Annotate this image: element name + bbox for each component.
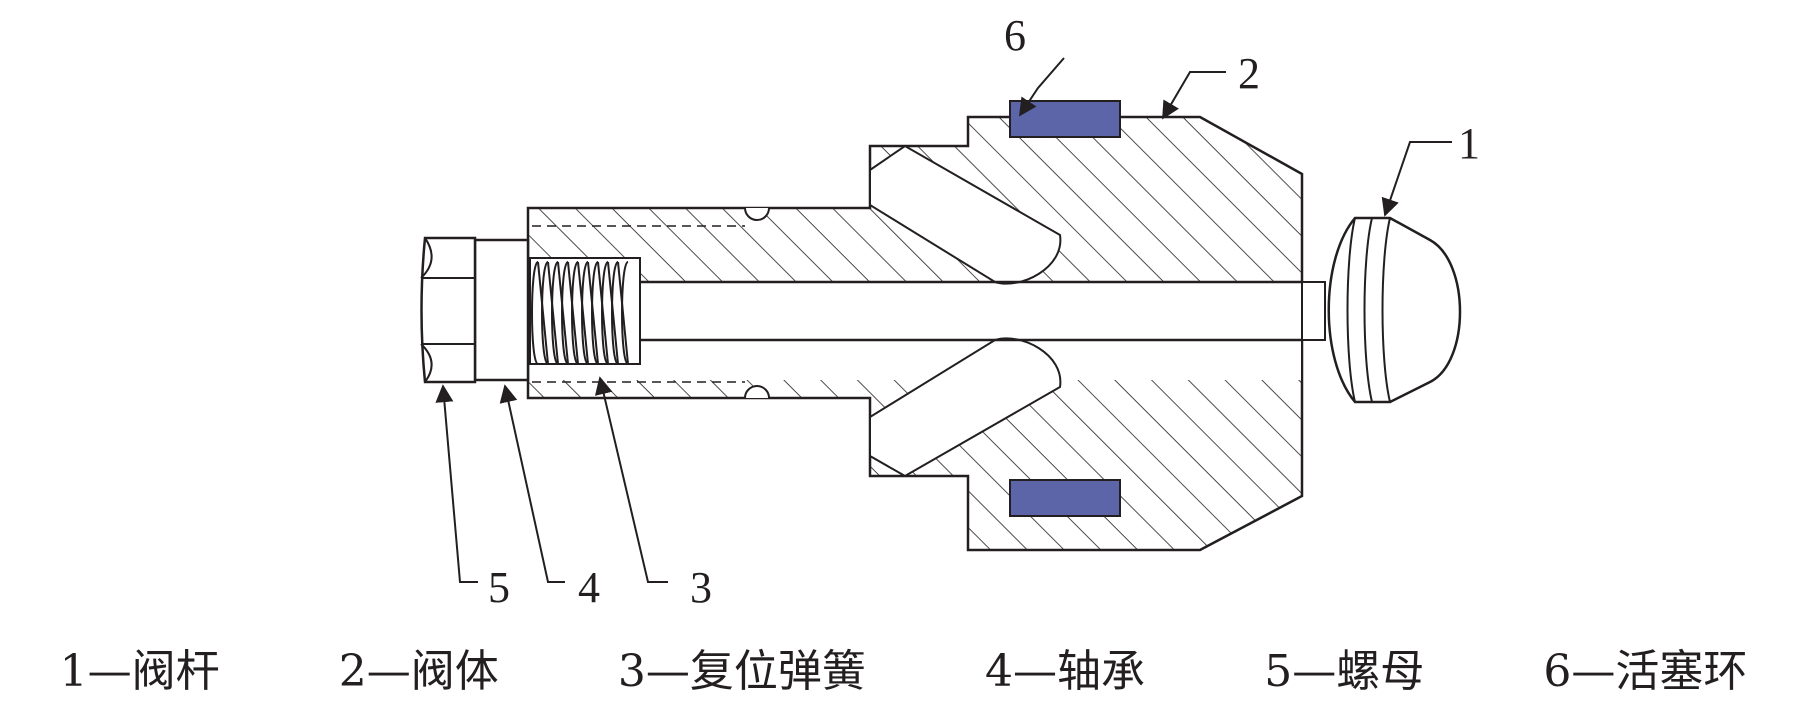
legend-item-4: 4—轴承 <box>985 635 1145 699</box>
valve-body <box>526 115 1304 552</box>
legend-num: 6 <box>1543 646 1572 697</box>
legend-num: 5 <box>1264 646 1293 697</box>
callout-5: 5 <box>488 563 510 612</box>
legend-name: 活塞环 <box>1615 646 1748 697</box>
legend-sep: — <box>1571 646 1616 697</box>
legend-name: 复位弹簧 <box>689 646 866 697</box>
callout-1: 1 <box>1458 119 1480 168</box>
nut <box>420 236 477 384</box>
legend-num: 2 <box>338 646 367 697</box>
legend-name: 轴承 <box>1057 646 1146 697</box>
callout-4: 4 <box>578 563 600 612</box>
legend-item-3: 3—复位弹簧 <box>618 635 866 699</box>
piston-ring-bottom <box>1009 479 1121 517</box>
legend-sep: — <box>1292 646 1337 697</box>
legend-name: 螺母 <box>1336 646 1425 697</box>
reset-spring <box>531 261 629 365</box>
legend-item-2: 2—阀体 <box>339 635 499 699</box>
callout-3: 3 <box>690 563 712 612</box>
legend-item-5: 5—螺母 <box>1264 635 1424 699</box>
legend-num: 3 <box>617 646 646 697</box>
valve-assembly-diagram: 6 2 1 3 4 5 <box>420 11 1480 612</box>
bearing <box>473 238 530 382</box>
legend-name: 阀杆 <box>131 646 220 697</box>
legend-item-6: 6—活塞环 <box>1543 635 1747 699</box>
legend-sep: — <box>87 646 132 697</box>
legend-num: 4 <box>985 646 1014 697</box>
legend: 1—阀杆 2—阀体 3—复位弹簧 4—轴承 5—螺母 6—活塞环 <box>0 622 1807 712</box>
leader-lines <box>435 57 1452 583</box>
valve-stem <box>1301 216 1462 404</box>
legend-sep: — <box>1013 646 1058 697</box>
legend-item-1: 1—阀杆 <box>60 635 220 699</box>
legend-sep: — <box>366 646 411 697</box>
legend-name: 阀体 <box>410 646 499 697</box>
callout-2: 2 <box>1238 49 1260 98</box>
legend-num: 1 <box>59 646 88 697</box>
callout-6: 6 <box>1004 11 1026 60</box>
legend-sep: — <box>645 646 690 697</box>
